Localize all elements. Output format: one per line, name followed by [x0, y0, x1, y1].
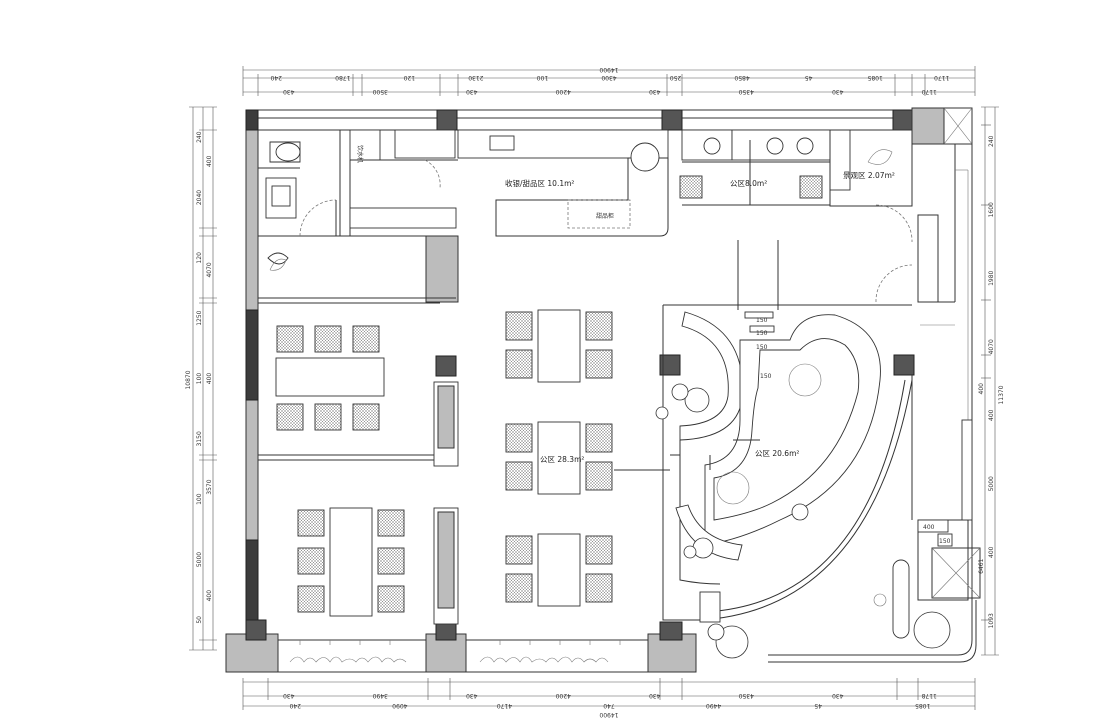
dim-label: 1178 — [921, 692, 936, 699]
dim-label: 50 — [196, 616, 203, 624]
dim-label: 4090 — [392, 702, 407, 709]
dim-label: 240 — [988, 135, 995, 147]
dim-label: 4200 — [555, 692, 570, 699]
dim-label: 3490 — [372, 692, 387, 699]
top-dimensions: 14900 240 1780 120 2130 100 4300 250 4850 45 1085… — [242, 66, 976, 96]
dim-label: 2040 — [196, 190, 203, 205]
dim-label: 740 — [603, 702, 615, 709]
left-dimensions: 10870 240 2040 120 1250 100 3150 100 5000 50 400… — [185, 106, 217, 651]
cashier-area: 饮水机 甜品柜 收银/甜品区 10.1m² — [258, 129, 669, 304]
bottom-dimensions: 14900 430 3490 430 4200 430 4350 430 1178 240 40… — [242, 678, 976, 718]
dim-label: 100 — [196, 373, 203, 385]
dim-label: 4070 — [206, 262, 213, 277]
dim-label: 4350 — [738, 88, 753, 95]
dim-label: 400 — [978, 383, 985, 395]
dim-label: 1600 — [988, 202, 995, 217]
dim-label: 1093 — [988, 613, 995, 628]
dim-label: 1085 — [915, 702, 930, 709]
dim-label: 400 — [988, 546, 995, 558]
room-public-top: 公区8.0m² — [730, 179, 767, 188]
dim-label: 5000 — [196, 552, 203, 567]
dim-right-row1: 240 1600 1980 4070 400 5000 400 1093 — [988, 135, 995, 628]
dim-label: 430 — [283, 692, 295, 699]
room-cashier: 收银/甜品区 10.1m² — [505, 178, 574, 188]
dim-label: 400 — [206, 590, 213, 602]
dim-label: 430 — [649, 692, 661, 699]
center-dining: 公区 28.3m² — [505, 309, 670, 607]
dim-label: 100 — [537, 74, 549, 81]
room-public-mid: 公区 28.3m² — [540, 455, 584, 464]
dim-right-total: 11370 — [998, 385, 1005, 404]
room-public-right: 公区 20.6m² — [755, 449, 799, 458]
dim-left-total: 10870 — [185, 370, 192, 389]
dim-label: 1780 — [335, 74, 350, 81]
dim-right-row2: 400 6461 — [978, 383, 985, 574]
dim-label: 6461 — [978, 558, 985, 573]
dim-inner-2: 150 — [756, 330, 768, 337]
dim-inner-5: 400 — [923, 524, 935, 531]
dim-bottom-row2: 240 4090 4170 740 4490 45 1085 — [289, 702, 930, 709]
dim-label: 240 — [289, 702, 301, 709]
dim-label: 4300 — [601, 74, 616, 81]
water-label: 饮水机 — [356, 145, 364, 163]
dim-label: 4490 — [706, 702, 721, 709]
dim-inner-6: 150 — [939, 538, 951, 545]
dim-label: 430 — [649, 88, 661, 95]
left-dining — [258, 325, 459, 625]
dim-label: 430 — [283, 88, 295, 95]
dim-label: 4170 — [497, 702, 512, 709]
public-top: 公区8.0m² 景观区 2.07m² — [679, 129, 913, 310]
dim-bottom-total: 14900 — [599, 711, 618, 718]
dim-inner-1: 150 — [756, 317, 768, 324]
dim-label: 400 — [206, 155, 213, 167]
dim-label: 1085 — [867, 74, 882, 81]
dim-label: 5000 — [988, 476, 995, 491]
dim-bottom-row1: 430 3490 430 4200 430 4350 430 1178 — [283, 692, 937, 699]
curved-zone: 公区 20.6m² 150 150 150 150 400 150 — [655, 304, 973, 659]
dim-label: 3150 — [196, 431, 203, 446]
dim-label: 1980 — [988, 270, 995, 285]
restroom — [257, 130, 341, 237]
dim-inner-3: 150 — [756, 344, 768, 351]
dim-label: 430 — [466, 692, 478, 699]
dim-label: 400 — [206, 373, 213, 385]
dim-label: 430 — [832, 692, 844, 699]
dim-label: 4070 — [988, 339, 995, 354]
dim-label: 100 — [196, 493, 203, 505]
dim-label: 250 — [670, 74, 682, 81]
dim-left-row2: 400 4070 400 3570 400 — [206, 155, 213, 601]
dim-label: 120 — [403, 74, 415, 81]
dim-inner-4: 150 — [760, 373, 772, 380]
room-scenery: 景观区 2.07m² — [843, 171, 895, 180]
dim-label: 4200 — [555, 88, 570, 95]
dim-label: 3500 — [372, 88, 387, 95]
dessert-cabinet-label: 甜品柜 — [596, 212, 614, 220]
dim-label: 430 — [466, 88, 478, 95]
dim-label: 45 — [805, 74, 813, 81]
dim-label: 3570 — [206, 479, 213, 494]
dim-label: 4850 — [734, 74, 749, 81]
dim-top-row1: 240 1780 120 2130 100 4300 250 4850 45 1085 1170 — [270, 74, 949, 81]
dim-label: 1170 — [921, 88, 936, 95]
dim-label: 45 — [814, 702, 822, 709]
dim-label: 4350 — [738, 692, 753, 699]
dim-label: 1250 — [196, 310, 203, 325]
dim-label: 240 — [270, 74, 282, 81]
dim-label: 2130 — [468, 74, 483, 81]
dim-left-row1: 240 2040 120 1250 100 3150 100 5000 50 — [196, 131, 203, 623]
dim-label: 400 — [988, 409, 995, 421]
exterior-walls — [225, 107, 981, 673]
dim-label: 1170 — [934, 74, 949, 81]
dim-top-total: 14900 — [599, 66, 618, 73]
dim-top-row2: 430 3500 430 4200 430 4350 430 1170 — [283, 88, 937, 95]
dim-label: 430 — [832, 88, 844, 95]
dim-label: 240 — [196, 131, 203, 143]
dim-label: 120 — [196, 252, 203, 264]
